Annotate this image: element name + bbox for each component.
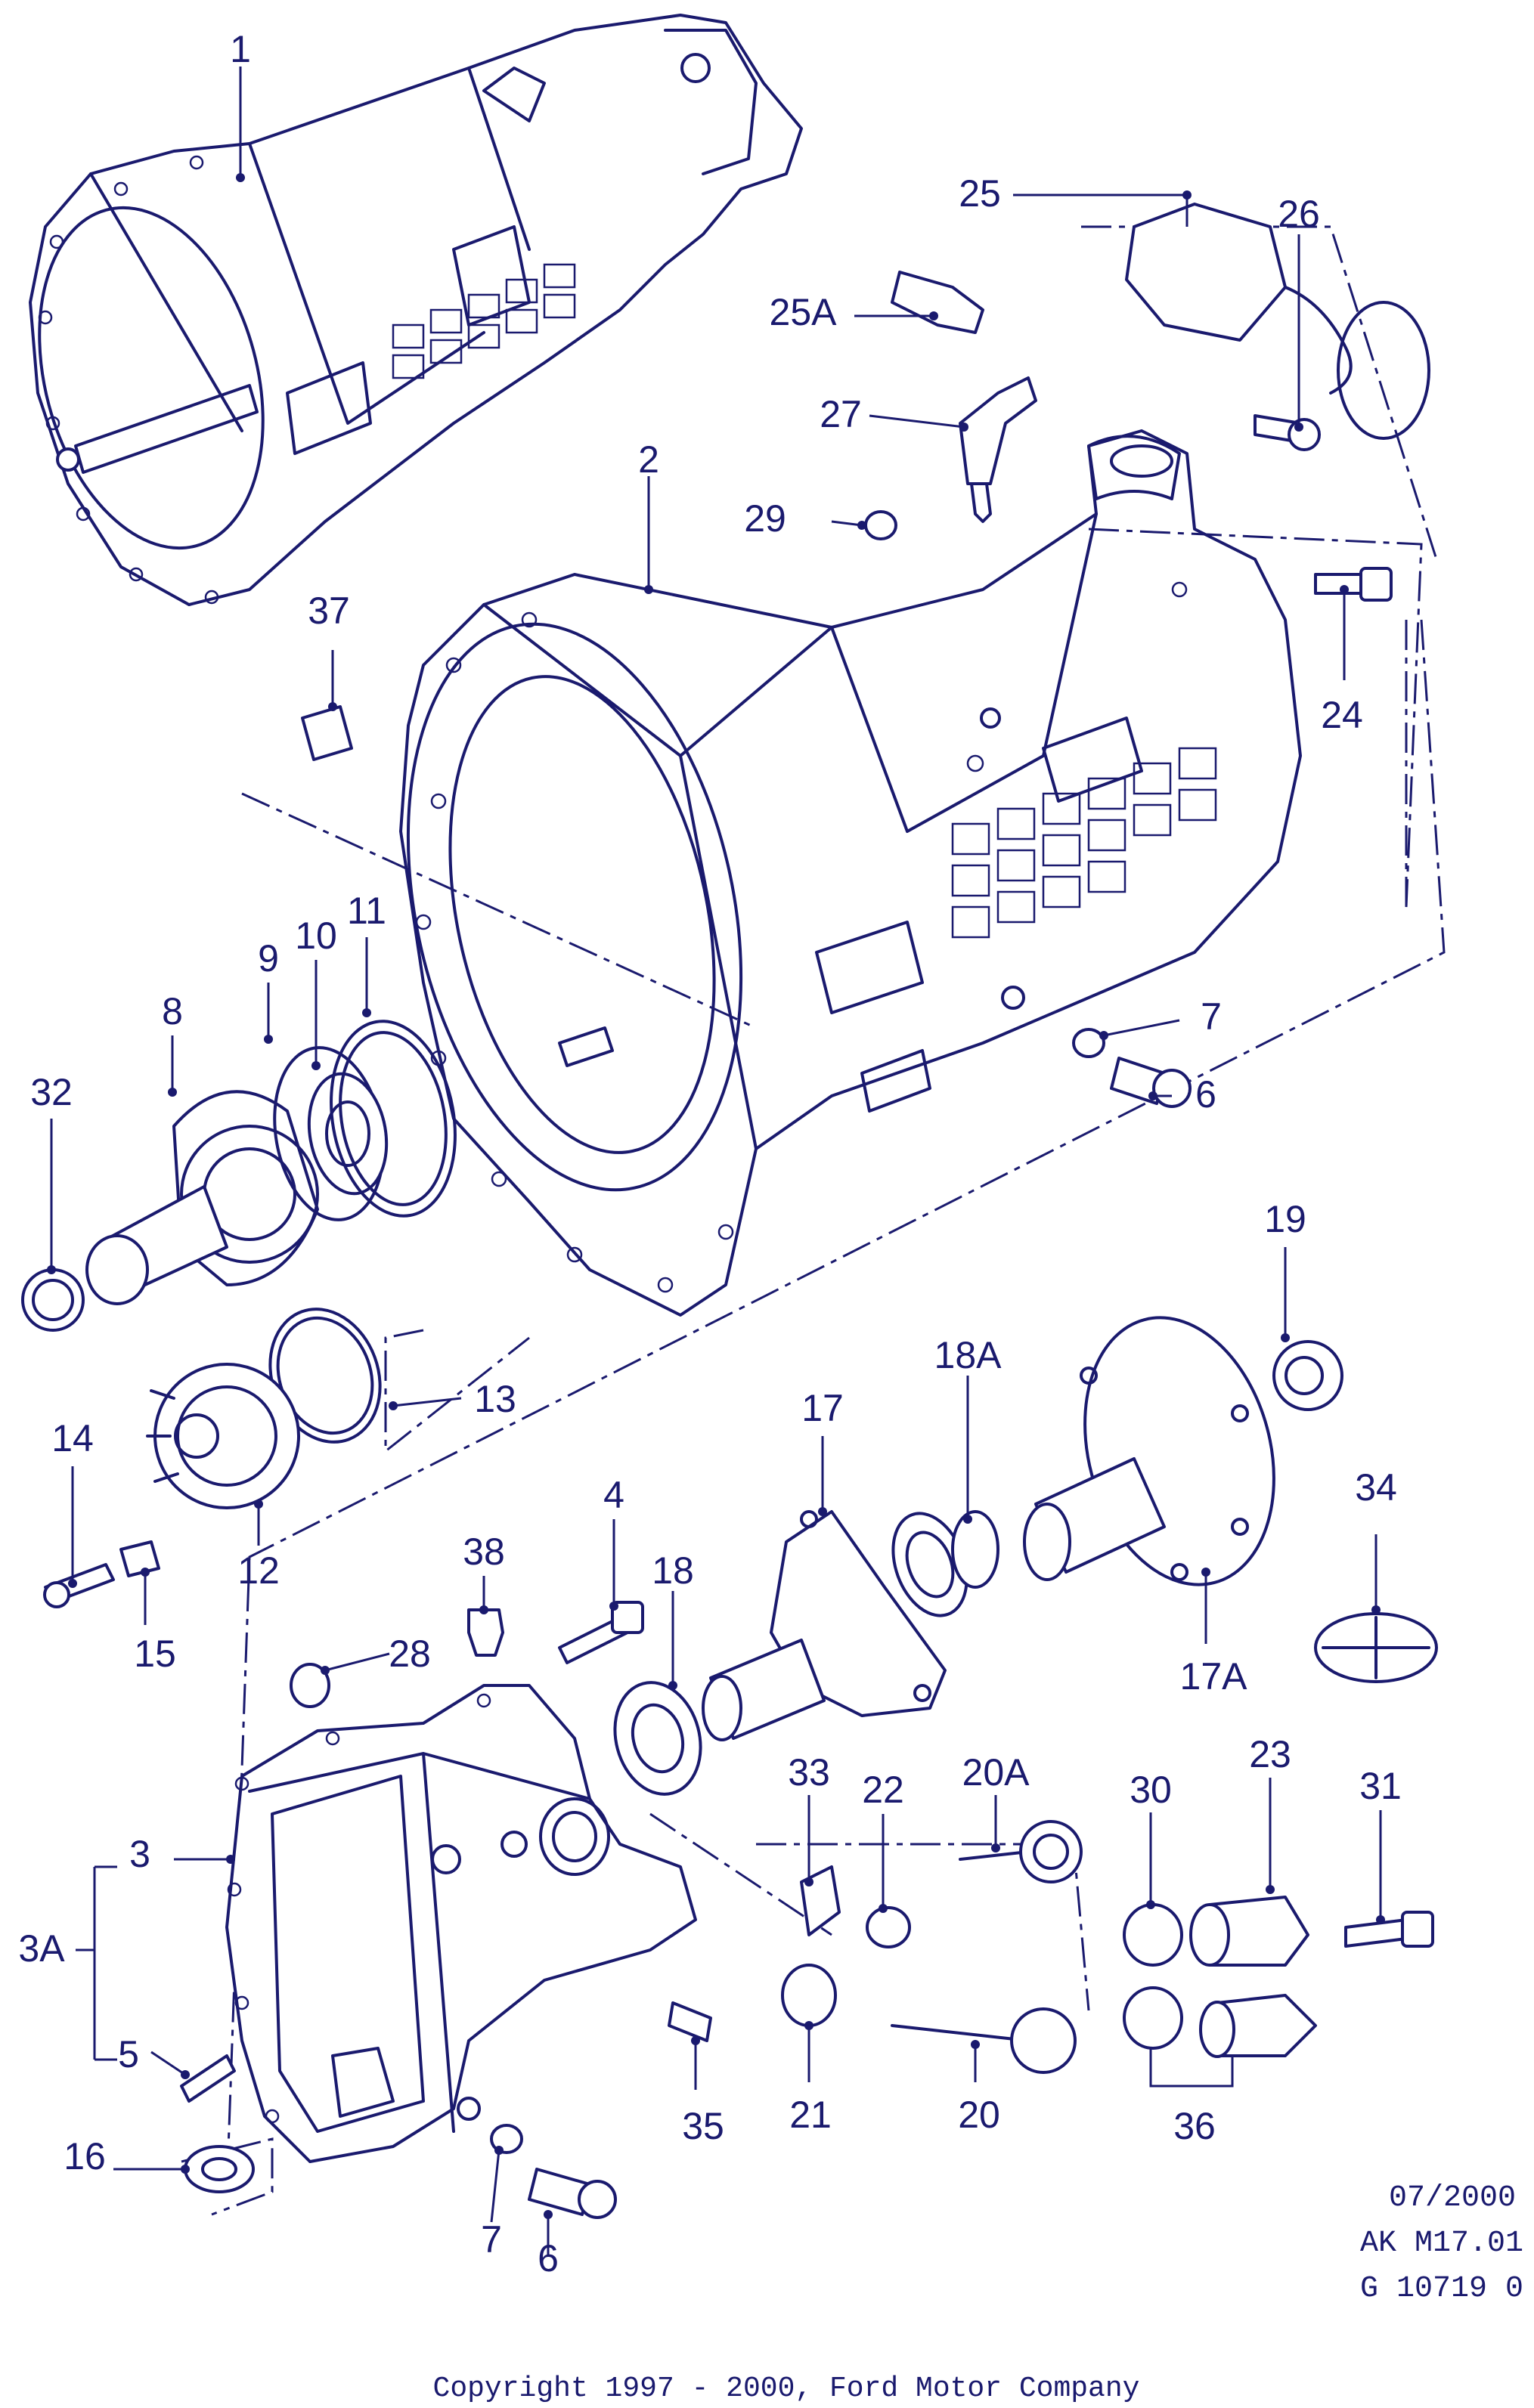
label-25: 25 [959,172,1001,215]
small-parts-drawings [21,203,1438,2219]
label-13: 13 [474,1378,516,1420]
label-3: 3 [129,1833,150,1875]
drawing-code: AK M17.01 [1360,2227,1523,2261]
label-32: 32 [30,1071,73,1113]
label-10: 10 [295,915,337,957]
label-14: 14 [51,1417,94,1459]
label-17: 17 [801,1387,844,1429]
label-18: 18 [652,1549,694,1592]
label-15: 15 [134,1633,176,1675]
main-housing-drawing [399,429,1302,1317]
label-8: 8 [162,990,183,1032]
label-9: 9 [258,937,279,980]
part-number-labels: 1 2 3 3A 4 5 6 6 7 7 8 9 10 11 12 13 14 … [18,28,1401,2280]
drawing-metadata: 07/2000 AK M17.01 G 10719 0 Copyright 19… [433,2181,1523,2405]
label-21: 21 [789,2094,832,2136]
label-12: 12 [237,1549,280,1592]
label-30: 30 [1130,1769,1172,1811]
drawing-date: 07/2000 [1389,2181,1516,2215]
label-22: 22 [862,1769,904,1811]
label-3A: 3A [18,1927,65,1970]
label-27: 27 [820,393,862,435]
alignment-lines [181,225,1446,2216]
label-38: 38 [463,1531,505,1573]
label-2: 2 [638,438,659,481]
label-26: 26 [1278,193,1320,235]
drawing-reference: G 10719 0 [1360,2272,1523,2306]
label-20: 20 [958,2094,1000,2136]
label-24: 24 [1321,694,1363,736]
label-36: 36 [1173,2105,1216,2147]
label-17A: 17A [1180,1655,1248,1698]
label-7-lower: 7 [481,2218,502,2261]
label-16: 16 [64,2135,106,2177]
label-4: 4 [603,1474,624,1516]
label-1: 1 [230,28,251,70]
leader-lines [47,67,1385,2256]
label-34: 34 [1355,1466,1397,1509]
label-19: 19 [1264,1198,1306,1240]
label-6-upper: 6 [1195,1073,1216,1116]
label-20A: 20A [962,1751,1030,1794]
label-29: 29 [744,497,786,540]
label-7-upper: 7 [1201,995,1222,1038]
label-33: 33 [788,1751,830,1794]
label-25A: 25A [770,291,838,333]
label-5: 5 [118,2033,139,2075]
transmission-assembly-drawing [29,14,803,606]
label-31: 31 [1359,1765,1402,1807]
label-11: 11 [347,890,386,932]
label-28: 28 [389,1633,431,1675]
label-18A: 18A [934,1334,1003,1376]
label-23: 23 [1249,1733,1291,1775]
label-35: 35 [682,2105,724,2147]
extension-housing-drawing [225,1684,697,2163]
label-37: 37 [308,590,350,632]
label-6-lower: 6 [538,2237,559,2280]
copyright-notice: Copyright 1997 - 2000, Ford Motor Compan… [433,2372,1140,2405]
